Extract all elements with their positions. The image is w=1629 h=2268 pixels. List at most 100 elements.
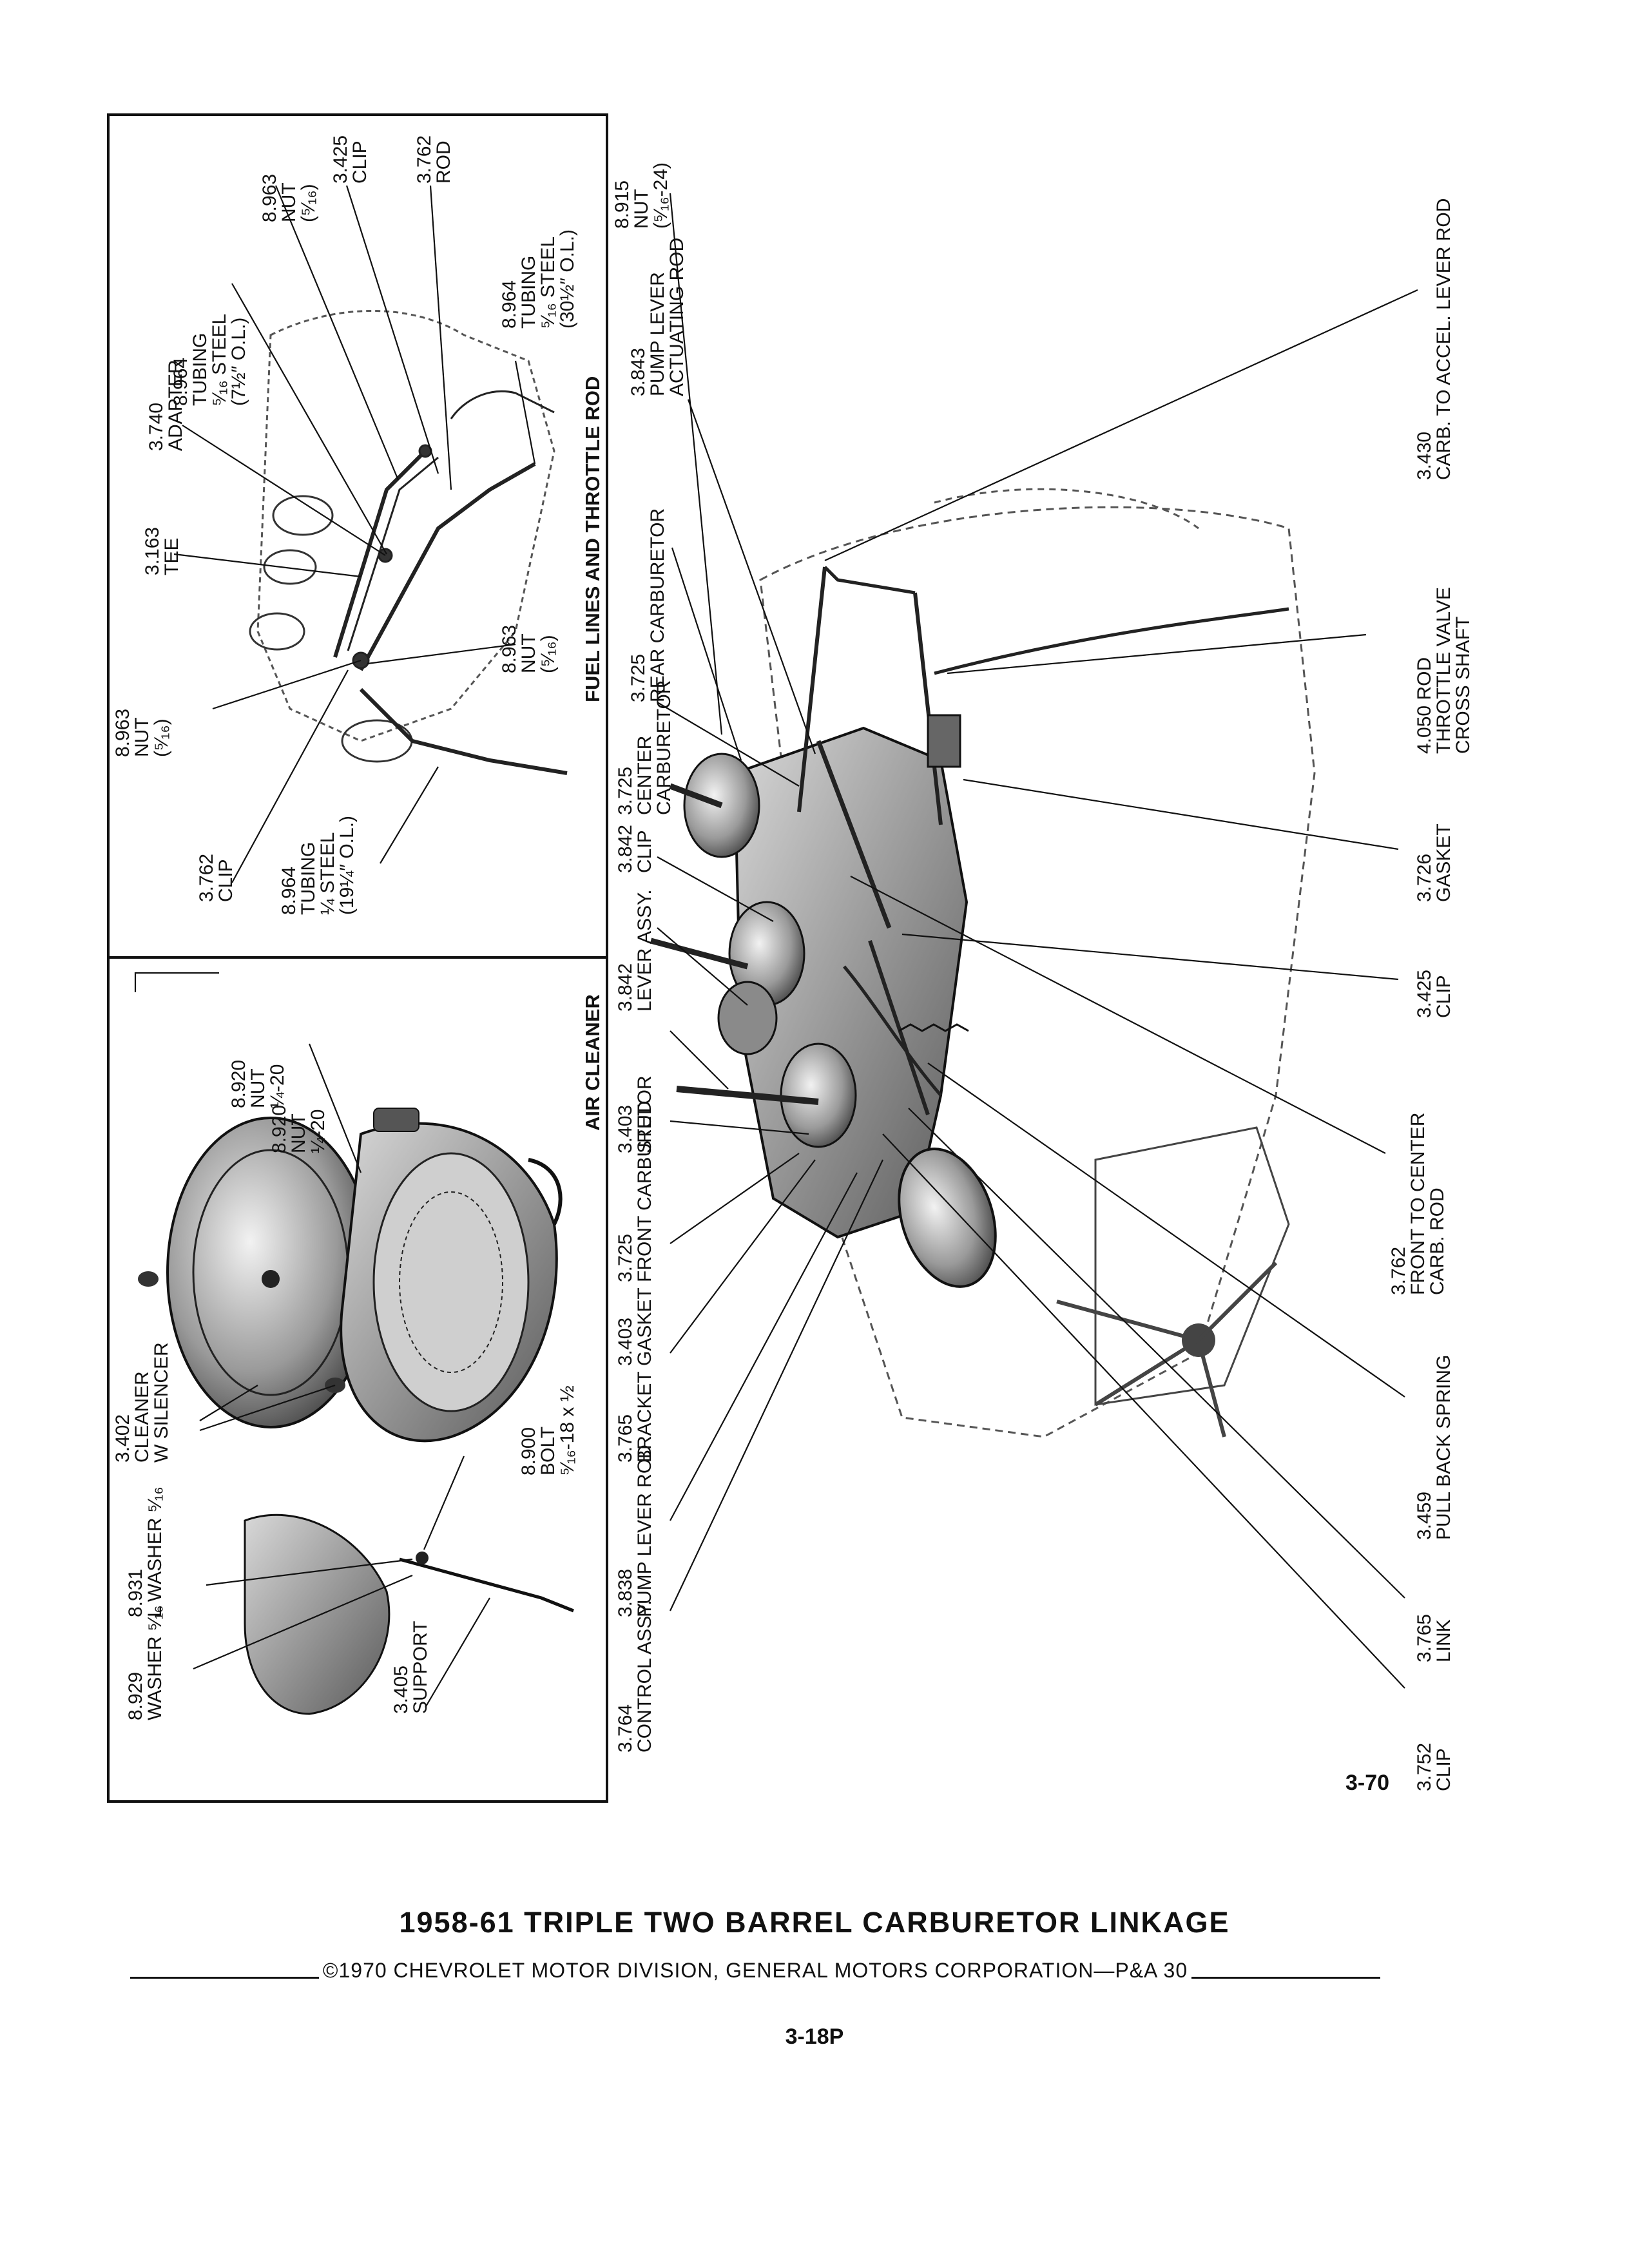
callout-line: 8.920 [228,1060,249,1108]
callout-line: CLIP [1433,1748,1454,1791]
callout-ac-nut-8920-b: 8.920NUT¼-20 [269,1105,329,1153]
callout-line: TUBING [518,256,539,329]
callout-line: GASKET [1433,823,1454,902]
callout-line: NUT [631,189,652,229]
callout-line: NUT [518,633,539,673]
callout-line: NUT [131,717,153,757]
callout-line: CENTER [634,736,655,815]
callout-m-carb-rod-3762: 3.762FRONT TO CENTERCARB. ROD [1388,1113,1448,1295]
callout-line: (19¼″ O.L.) [336,816,358,915]
copyright-row: ©1970 CHEVROLET MOTOR DIVISION, GENERAL … [130,1959,1380,1988]
callout-fl-nut-8963-low: 8.963NUT(⁵⁄₁₆) [112,709,172,757]
callout-m-clip-3842: 3.842CLIP [615,825,655,873]
callout-line: BOLT [537,1427,559,1475]
callout-m-accel-rod-3430: 3.430CARB. TO ACCEL. LEVER ROD [1414,198,1454,480]
callout-line: 3.842 [615,825,636,873]
callout-line: NUT [278,182,300,222]
callout-line: 3.402 [112,1414,133,1463]
callout-line: 8.964 [278,867,300,915]
callout-line: ¼-20 [267,1064,288,1108]
callout-line: 3.765 [1414,1614,1435,1662]
callout-fl-tee-3163: 3.163TEE [142,527,182,575]
callout-fl-tubing-8964-mid: 8.964TUBING⁵⁄₁₆ STEEL(30½″ O.L.) [499,229,578,329]
callout-line: (7½″ O.L.) [228,318,249,406]
callout-m-front-carb-3725: 3.725FRONT CARBURETOR [615,1075,655,1282]
callout-line: NUT [288,1113,309,1153]
callout-fl-nut-8963-mid: 8.963NUT(⁵⁄₁₆) [499,625,559,673]
callout-ac-cleaner-3402: 3.402CLEANERW SILENCER [112,1342,172,1463]
callout-line: 8.931 [125,1569,146,1617]
callout-line: LEVER ASSY. [634,889,655,1012]
callout-fl-clip-3762: 3.762CLIP [196,854,236,902]
callout-line: 3.163 [142,527,163,575]
callout-line: STUD [634,1100,655,1153]
air-cleaner-panel-title: AIR CLEANER [581,994,604,1131]
callout-line: 3.430 [1414,432,1435,480]
callout-line: 3.740 [146,403,167,451]
callout-line: LINK [1433,1619,1454,1662]
callout-line: (30½″ O.L.) [557,229,578,329]
callout-line: CLIP [1433,975,1454,1018]
callout-fl-rod-3762: 3.762ROD [414,135,454,184]
callout-line: 3.752 [1414,1743,1435,1791]
callout-m-clip-3425: 3.425CLIP [1414,970,1454,1018]
callout-line: ⁵⁄₁₆-18 x ½ [557,1385,578,1475]
callout-line: 3.725 [615,767,636,815]
callout-fl-adapter-3740: 3.740ADAPTER [146,360,186,451]
callout-line: 3.762 [196,854,217,902]
callout-fl-clip-3425: 3.425CLIP [330,135,371,184]
callout-line: CLIP [215,859,236,902]
callout-m-stud-3403: 3.403STUD [615,1100,655,1153]
callout-line: FRONT CARBURETOR [634,1075,655,1282]
callout-line: BRACKET [634,1371,655,1463]
callout-line: TUBING [298,842,319,915]
wing-nut [138,1271,159,1287]
callout-m-control-assy-3764: 3.764CONTROL ASSY. [615,1600,655,1753]
callout-fl-nut-8915: 8.915NUT(⁵⁄₁₆-24) [612,162,671,229]
callout-line: REAR CARBURETOR [647,508,668,702]
callout-ac-support-3405: 3.405SUPPORT [390,1621,431,1714]
callout-line: 3.425 [1414,970,1435,1018]
document-title: 1958-61 TRIPLE TWO BARREL CARBURETOR LIN… [399,1906,1230,1939]
callout-line: ⁵⁄₁₆ STEEL [209,314,230,406]
air-cleaner-panel-frame [107,956,608,1803]
callout-line: 4.050 ROD [1414,657,1435,754]
callout-line: 8.900 [518,1427,539,1475]
callout-line: (⁵⁄₁₆) [151,718,172,757]
callout-line: 3.725 [628,654,649,702]
callout-line: PUMP LEVER ROD [634,1445,655,1617]
callout-line: (⁵⁄₁₆) [298,184,319,222]
callout-line: ACTUATING ROD [666,238,688,396]
callout-fl-tubing-8964-top: 8.964TUBING⁵⁄₁₆ STEEL(7½″ O.L.) [170,314,249,406]
callout-line: 3.762 [1388,1247,1409,1295]
copyright-text: ©1970 CHEVROLET MOTOR DIVISION, GENERAL … [318,1959,1192,1982]
callout-m-center-carb-3725: 3.725CENTERCARBURETOR [615,680,675,815]
callout-line: CONTROL ASSY. [634,1600,655,1753]
callout-line: 8.920 [269,1105,290,1153]
callout-line: 8.915 [612,180,633,229]
callout-line: ADAPTER [165,360,186,451]
callout-line: 3.762 [414,135,435,184]
callout-line: GASKET [634,1287,655,1366]
callout-line: 3.726 [1414,854,1435,902]
front-carburetor-top [780,1043,857,1148]
callout-line: ¼ STEEL [317,832,338,915]
callout-line: L WASHER ⁵⁄₁₆ [144,1487,166,1617]
callout-line: CLIP [634,830,655,873]
callout-line: (⁵⁄₁₆-24) [650,162,671,229]
callout-line: 3.405 [390,1666,412,1714]
leader-lines [134,185,1418,1708]
callout-fl-nut-8963-top: 8.963NUT(⁵⁄₁₆) [259,174,319,222]
air-cleaner-illustration [138,1108,574,1715]
callout-line: CARBURETOR [653,680,675,815]
callout-line: SUPPORT [410,1621,431,1714]
callout-m-rear-carb-3725: 3.725REAR CARBURETOR [628,508,668,702]
callout-m-cross-shaft-4050: 4.050 RODTHROTTLE VALVECROSS SHAFT [1414,587,1474,754]
callout-line: 3.764 [615,1704,636,1753]
callout-line: CARB. TO ACCEL. LEVER ROD [1433,198,1454,480]
callout-line: TUBING [189,333,211,406]
callout-line: TEE [161,538,182,575]
callout-m-gasket-3403: 3.403GASKET [615,1287,655,1366]
